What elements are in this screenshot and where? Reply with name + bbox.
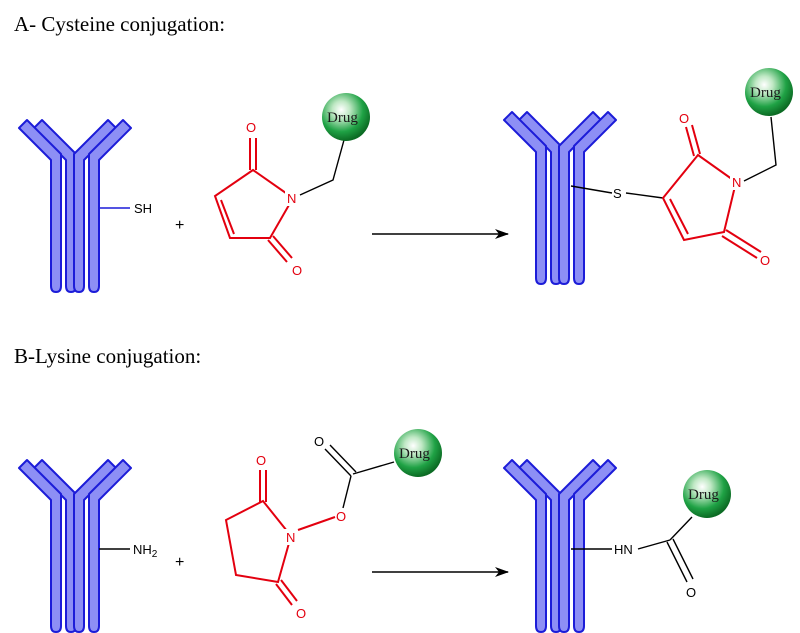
antibody-icon bbox=[18, 459, 132, 633]
panel-b-nh2-label: NH2 bbox=[133, 542, 158, 560]
product-a-nitrogen: N bbox=[732, 175, 741, 190]
product-b-drug-bond bbox=[669, 516, 693, 541]
panel-a-title: A- Cysteine conjugation: bbox=[14, 12, 225, 36]
product-a-carbonyl-bottom-2 bbox=[725, 229, 762, 253]
product-a-sulfur: S bbox=[613, 186, 622, 201]
product-b-nh-bond-right bbox=[637, 539, 671, 550]
maleimide-ring bbox=[213, 168, 294, 239]
panel-a-maleimide-reagent: N O O Drug bbox=[213, 93, 370, 278]
antibody-icon bbox=[18, 119, 132, 293]
nhs-ester-oxygen: O bbox=[336, 509, 346, 524]
product-a-carbonyl-top-1 bbox=[685, 126, 695, 157]
panel-b-product: HN O Drug bbox=[503, 459, 731, 633]
antibody-icon bbox=[503, 111, 617, 285]
nhs-oxygen-bottom: O bbox=[296, 606, 306, 621]
panel-a-drug-label: Drug bbox=[327, 110, 358, 126]
maleimide-carbonyl-bottom-2 bbox=[272, 235, 293, 259]
panel-b-antibody-left bbox=[18, 459, 132, 633]
product-a-carbonyl-bottom-1 bbox=[721, 235, 758, 259]
nhs-carbonyl-oxygen: O bbox=[314, 434, 324, 449]
nhs-ester-bond bbox=[342, 475, 352, 509]
nhs-drug-bond bbox=[352, 461, 395, 475]
maleimide-double-bond bbox=[220, 199, 235, 235]
product-a-ring bbox=[661, 153, 737, 242]
product-a-s-bond-right bbox=[625, 192, 664, 199]
panel-b-plus: + bbox=[175, 554, 184, 571]
succinimide-carbonyl-bottom-1 bbox=[275, 583, 293, 606]
drug-sphere-icon bbox=[745, 68, 793, 116]
drug-sphere-icon bbox=[322, 93, 370, 141]
antibody-icon bbox=[503, 459, 617, 633]
drug-sphere-icon bbox=[683, 470, 731, 518]
maleimide-oxygen-bottom: O bbox=[292, 263, 302, 278]
panel-a-product: S N O O Drug bbox=[503, 68, 793, 285]
panel-b-nhs-reagent: N O O O O Drug bbox=[224, 429, 442, 621]
maleimide-carbonyl-bottom-1 bbox=[267, 239, 288, 263]
product-a-carbonyl-top-2 bbox=[691, 124, 701, 155]
product-b-carbonyl-1 bbox=[666, 541, 688, 583]
drug-sphere-icon bbox=[394, 429, 442, 477]
maleimide-linker bbox=[299, 139, 345, 196]
panel-a-sh-label: SH bbox=[134, 201, 152, 216]
product-a-double-bond bbox=[669, 198, 689, 235]
succinimide-carbonyl-bottom-2 bbox=[280, 579, 298, 602]
nhs-n-o-bond bbox=[297, 516, 336, 531]
succinimide-ring bbox=[224, 499, 292, 584]
panel-a-antibody-left bbox=[18, 119, 132, 293]
product-a-oxygen-bottom: O bbox=[760, 253, 770, 268]
product-a-s-bond-left bbox=[570, 185, 613, 194]
product-a-linker bbox=[743, 116, 777, 182]
panel-b-drug-label: Drug bbox=[399, 446, 430, 462]
product-b-carbonyl-2 bbox=[672, 538, 694, 580]
nh-text: NH bbox=[133, 542, 152, 557]
nhs-nitrogen: N bbox=[286, 530, 295, 545]
product-b-carbonyl-oxygen: O bbox=[686, 585, 696, 600]
nhs-carbonyl-2 bbox=[329, 444, 357, 473]
maleimide-nitrogen: N bbox=[287, 191, 296, 206]
product-a-oxygen-top: O bbox=[679, 111, 689, 126]
panel-a: A- Cysteine conjugation: SH + N O O Drug bbox=[14, 12, 793, 293]
maleimide-oxygen-top: O bbox=[246, 120, 256, 135]
nhs-carbonyl-1 bbox=[324, 448, 352, 477]
panel-b-title: B-Lysine conjugation: bbox=[14, 344, 201, 368]
nh2-subscript: 2 bbox=[152, 549, 158, 560]
panel-a-plus: + bbox=[175, 217, 184, 234]
nhs-oxygen-top: O bbox=[256, 453, 266, 468]
panel-a-product-drug-label: Drug bbox=[750, 85, 781, 101]
product-b-amide-nh: HN bbox=[614, 542, 633, 557]
panel-b-product-drug-label: Drug bbox=[688, 487, 719, 503]
panel-b: B-Lysine conjugation: NH2 + N O O O O bbox=[14, 344, 731, 633]
